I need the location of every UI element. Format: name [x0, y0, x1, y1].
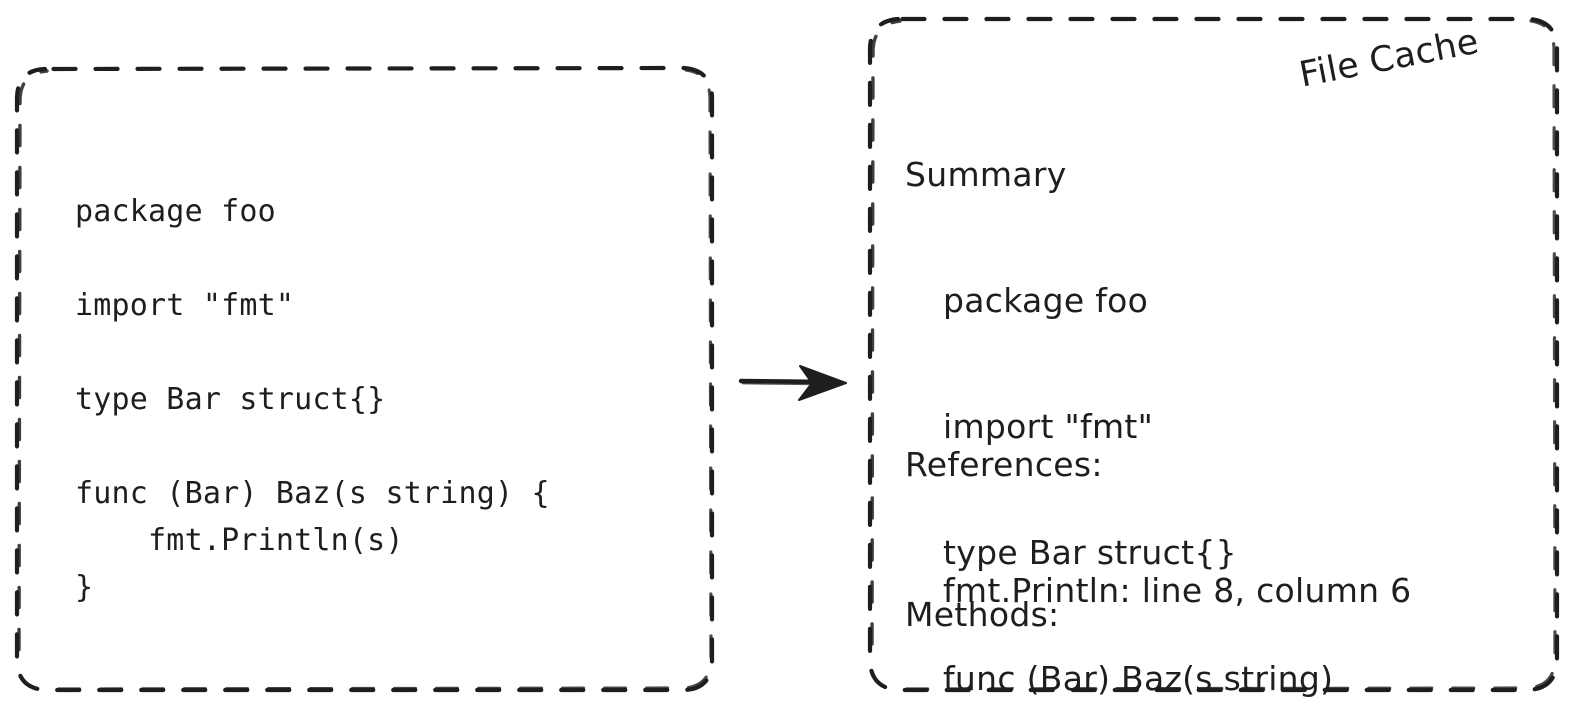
flow-arrow-head	[798, 365, 847, 401]
cache-section-summary: Summary package foo import "fmt" type Ba…	[905, 70, 1333, 722]
cache-section-references-item: fmt.Println: line 8, column 6	[943, 571, 1412, 610]
source-panel: package foo import "fmt" type Bar struct…	[17, 68, 712, 690]
cache-section-methods-heading: Methods:	[905, 595, 1060, 634]
cache-section-summary-heading: Summary	[905, 155, 1067, 194]
cache-section-summary-item: type Bar struct{}	[943, 533, 1237, 572]
source-code-text: package foo import "fmt" type Bar struct…	[75, 194, 550, 605]
cache-section-references-heading: References:	[905, 445, 1103, 484]
cache-section-references: References: fmt.Println: line 8, column …	[905, 360, 1411, 696]
cache-section-methods: Methods: Baz(string): Bar	[905, 510, 1207, 722]
flow-arrow	[738, 378, 835, 386]
cache-panel: File Cache Summary package foo import "f…	[870, 18, 1557, 722]
cache-section-summary-item: func (Bar) Baz(s string)	[943, 659, 1334, 698]
cache-section-summary-item: package foo	[943, 281, 1149, 320]
cache-section-summary-item: import "fmt"	[943, 407, 1154, 446]
